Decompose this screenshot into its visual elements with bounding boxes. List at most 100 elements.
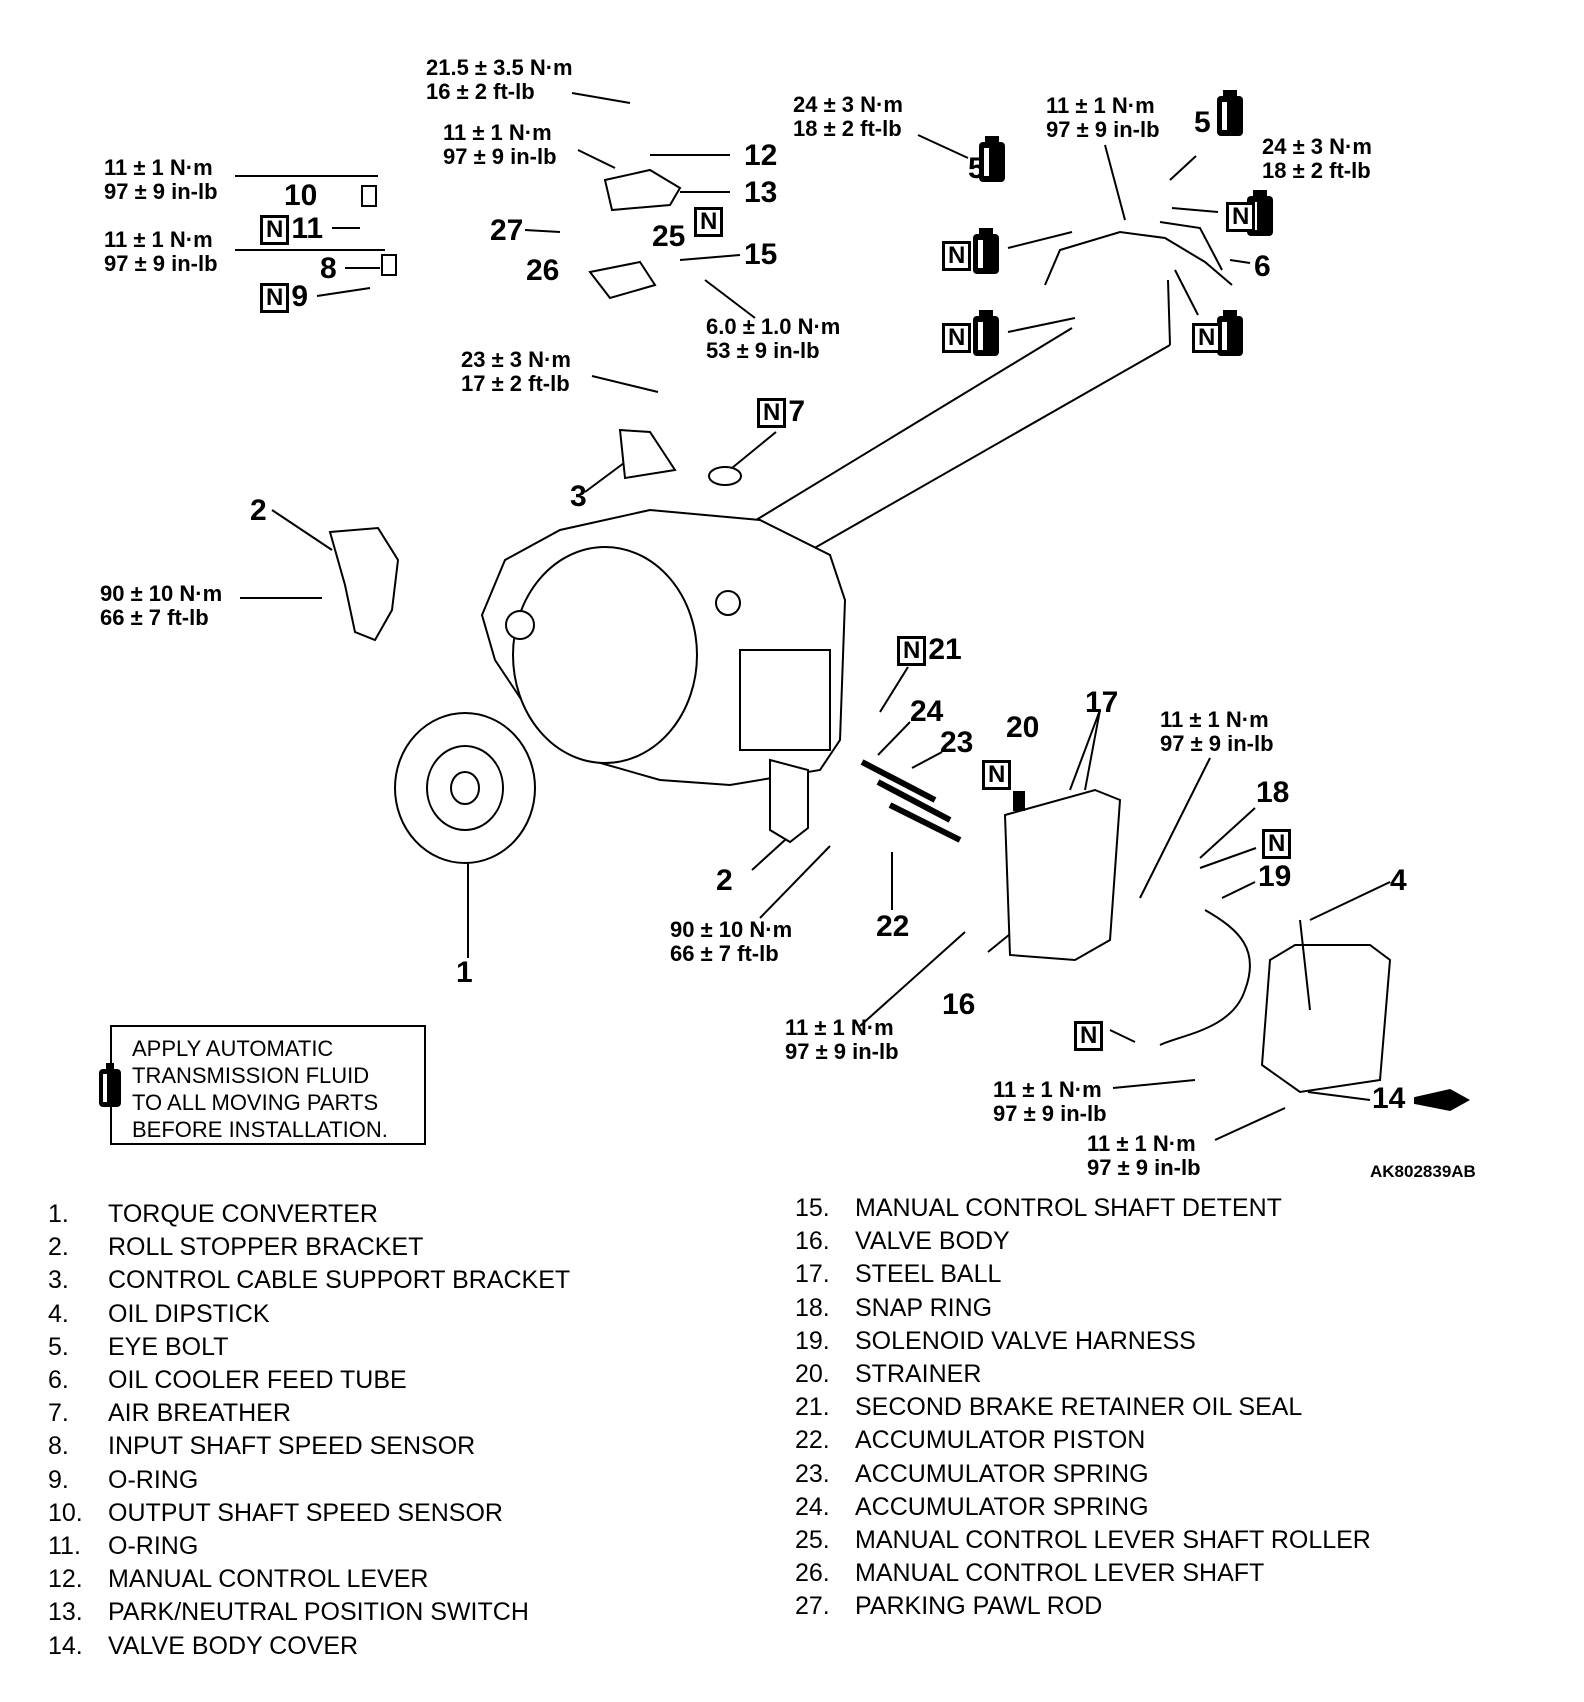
callout-2a: 2	[250, 494, 267, 527]
leader-torque-top	[571, 92, 631, 104]
oil-cooler-feed-tube	[1044, 230, 1233, 286]
callout-25: 25	[652, 220, 686, 253]
legend-item: 4.OIL DIPSTICK	[48, 1298, 570, 1331]
torque-imperial: 97 ± 9 in-lb	[104, 251, 218, 276]
leader-15	[679, 254, 741, 261]
accumulator-spring-a	[860, 759, 937, 803]
note-line: TRANSMISSION FLUID	[132, 1063, 370, 1088]
park-neutral-switch	[603, 168, 682, 212]
legend-item: 6.OIL COOLER FEED TUBE	[48, 1364, 570, 1397]
legend-left: 1.TORQUE CONVERTER 2.ROLL STOPPER BRACKE…	[48, 1198, 570, 1663]
n-replace-icon: N	[757, 398, 787, 429]
input-shaft-speed-sensor	[381, 254, 397, 276]
control-cable-bracket	[618, 428, 677, 480]
torque-nm: 11 ± 1 N·m	[104, 155, 213, 180]
atf-note-text: APPLY AUTOMATIC TRANSMISSION FLUID TO AL…	[132, 1035, 388, 1143]
legend-label: MANUAL CONTROL LEVER SHAFT	[855, 1559, 1265, 1588]
torque-nm: 11 ± 1 N·m	[1046, 93, 1155, 118]
torque-imperial: 66 ± 7 ft-lb	[100, 605, 209, 630]
legend-label: STEEL BALL	[855, 1260, 1002, 1289]
sealant-tube-icon	[1414, 1088, 1471, 1112]
legend-label: CONTROL CABLE SUPPORT BRACKET	[108, 1266, 571, 1295]
leader-18	[1199, 807, 1256, 859]
leader-n-f	[1109, 1029, 1136, 1043]
torque-spec: 11 ± 1 N·m 97 ± 9 in-lb	[1087, 1132, 1201, 1180]
leader-torque-vb	[859, 931, 966, 1027]
torque-imperial: 66 ± 7 ft-lb	[670, 941, 779, 966]
legend-label: PARKING PAWL ROD	[855, 1592, 1103, 1621]
callout-3: 3	[570, 480, 587, 513]
callout-17: 17	[1085, 686, 1119, 719]
legend-item: 17.STEEL BALL	[795, 1258, 1371, 1291]
legend-label: SOLENOID VALVE HARNESS	[855, 1326, 1196, 1355]
n-replace-icon: N	[260, 215, 290, 246]
leader-n-b	[1007, 317, 1076, 333]
torque-nm: 11 ± 1 N·m	[1087, 1131, 1196, 1156]
legend-item: 2.ROLL STOPPER BRACKET	[48, 1231, 570, 1264]
n-replace-icon: N	[1074, 1021, 1104, 1052]
legend-number: 27.	[795, 1592, 830, 1621]
torque-imperial: 97 ± 9 in-lb	[1160, 731, 1274, 756]
legend-item: 15.MANUAL CONTROL SHAFT DETENT	[795, 1192, 1371, 1225]
torque-spec: 90 ± 10 N·m 66 ± 7 ft-lb	[670, 918, 792, 966]
leader-27	[524, 229, 561, 233]
legend-item: 24.ACCUMULATOR SPRING	[795, 1491, 1371, 1524]
legend-label: VALVE BODY COVER	[108, 1631, 359, 1660]
legend-item: 27. PARKING PAWL ROD	[795, 1590, 1371, 1623]
leader-tube-long-a	[709, 327, 1073, 549]
torque-imperial: 97 ± 9 in-lb	[1046, 117, 1160, 142]
legend-label: O-RING	[108, 1532, 199, 1561]
n-replace-icon-25: N	[694, 206, 725, 238]
legend-label: EYE BOLT	[108, 1332, 229, 1361]
air-breather	[708, 466, 742, 486]
legend-item: 22.ACCUMULATOR PISTON	[795, 1424, 1371, 1457]
leader-17a	[1069, 709, 1101, 791]
note-line: BEFORE INSTALLATION.	[132, 1117, 388, 1142]
accumulator-spring-c	[888, 802, 962, 843]
leader-torque-mid	[1104, 144, 1126, 221]
legend-number: 23.	[795, 1459, 830, 1488]
solenoid-valve-harness	[1159, 909, 1251, 1046]
torque-spec: 11 ± 1 N·m 97 ± 9 in-lb	[785, 1016, 899, 1064]
torque-nm: 6.0 ± 1.0 N·m	[706, 314, 841, 339]
callout-19: 19	[1258, 860, 1292, 893]
legend-label: OIL COOLER FEED TUBE	[108, 1366, 407, 1395]
callout-13: 13	[744, 176, 778, 209]
legend-item: 8.INPUT SHAFT SPEED SENSOR	[48, 1430, 570, 1463]
callout-23: 23	[940, 726, 974, 759]
legend-label: SECOND BRAKE RETAINER OIL SEAL	[855, 1393, 1303, 1422]
callout-16: 16	[942, 988, 976, 1021]
torque-imperial: 53 ± 9 in-lb	[706, 338, 820, 363]
legend-item: 26.MANUAL CONTROL LEVER SHAFT	[795, 1557, 1371, 1590]
legend-label: INPUT SHAFT SPEED SENSOR	[108, 1432, 476, 1461]
n-replace-icon-16: N	[1074, 1020, 1105, 1052]
callout-11-number: 11	[291, 212, 324, 245]
leader-tube-long-c	[789, 344, 1171, 563]
legend-label: OIL DIPSTICK	[108, 1299, 270, 1328]
torque-spec: 11 ± 1 N·m 97 ± 9 in-lb	[993, 1078, 1107, 1126]
legend-number: 12.	[48, 1565, 83, 1594]
callout-5b: 5	[1194, 106, 1211, 139]
case-port-b	[715, 590, 741, 616]
torque-nm: 11 ± 1 N·m	[104, 227, 213, 252]
leader-torque-3	[591, 375, 659, 393]
legend-label: VALVE BODY	[855, 1227, 1010, 1256]
callout-26: 26	[526, 254, 560, 287]
callout-8: 8	[320, 252, 337, 285]
n-replace-icon-5b: N	[1226, 201, 1257, 233]
bell-housing-opening	[512, 546, 698, 764]
leader-torque-5b	[1169, 155, 1197, 181]
leader-24	[877, 721, 911, 756]
case-port-a	[505, 610, 535, 640]
leader-torque-5a	[917, 134, 969, 159]
n-replace-icon: N	[1262, 829, 1292, 860]
torque-imperial: 97 ± 9 in-lb	[785, 1039, 899, 1064]
n-replace-icon: N	[694, 207, 724, 238]
leader-torque-15	[704, 279, 756, 319]
torque-nm: 90 ± 10 N·m	[670, 917, 793, 942]
roll-stopper-bracket-lower	[769, 758, 809, 844]
callout-27: 27	[490, 214, 524, 247]
n-replace-icon: N	[1192, 323, 1222, 354]
